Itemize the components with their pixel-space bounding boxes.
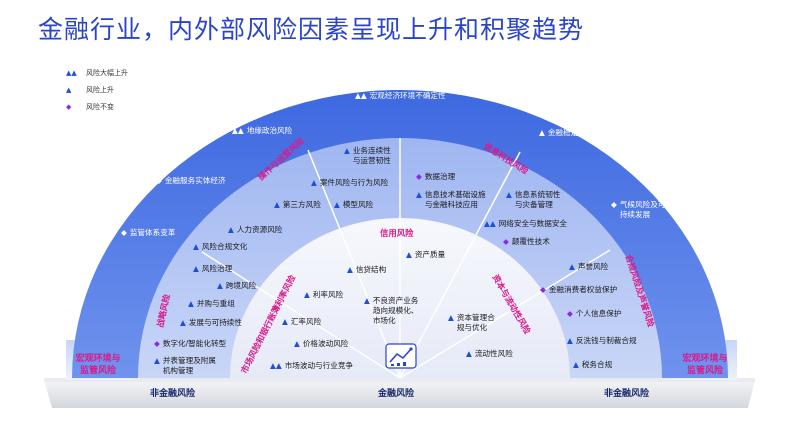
diamond-icon: ◆	[156, 176, 162, 185]
ops-item: ▲第三方风险	[274, 200, 321, 209]
up-arrow-icon: ▲	[311, 178, 317, 187]
up-arrow-icon: ▲	[506, 190, 512, 199]
diamond-icon: ◆	[540, 285, 546, 294]
diamond-icon: ◆	[567, 309, 573, 318]
up-arrow-icon: ▲	[567, 336, 573, 345]
up-arrow-icon: ▲	[282, 317, 288, 326]
double-up-arrow-icon: ▲▲	[355, 91, 367, 100]
up-arrow-icon: ▲	[416, 190, 422, 199]
up-arrow-icon: ▲	[294, 339, 300, 348]
up-arrow-icon: ▲	[193, 242, 199, 251]
up-arrow-icon: ▲	[180, 318, 186, 327]
market-item: ▲汇率风险	[282, 317, 322, 326]
compliance-item: ▲声誉风险	[569, 262, 609, 271]
diamond-icon: ◆	[611, 200, 617, 209]
diamond-icon: ◆	[503, 237, 509, 246]
up-arrow-icon: ▲	[448, 313, 454, 322]
tech-item: ◆颠覆性技术	[503, 237, 550, 246]
base-label-right: 非金融风险	[604, 389, 650, 399]
capital-item: ▲资本管理合 规与优化	[448, 313, 495, 332]
legend-label: 风险上升	[86, 85, 114, 94]
strategy-item: ▲发展与可持续性	[180, 318, 242, 327]
capital-item: ▲流动性风险	[466, 349, 513, 358]
tech-item: ◆数据治理	[416, 172, 456, 181]
credit-item: ▲不良资产业务 趋向规模化、 市场化	[364, 296, 419, 325]
up-arrow-icon: ▲	[304, 290, 310, 299]
diamond-icon: ◆	[154, 339, 160, 348]
legend-label: 风险大幅上升	[86, 68, 128, 77]
base-platform-top	[44, 378, 755, 382]
up-arrow-icon: ▲	[344, 146, 350, 155]
market-item: ▲价格波动风险	[294, 339, 349, 348]
legend-label: 风险不变	[86, 102, 114, 111]
outer-item: ◆金融服务实体经济	[156, 176, 226, 185]
credit-item: ▲资产质量	[406, 250, 446, 259]
ops-item: ▲案件风险与行为风险	[311, 178, 389, 187]
compliance-item: ▲反洗钱与制裁合规	[567, 336, 637, 345]
diamond-icon: ◆	[121, 228, 127, 237]
strategy-item: ▲并购与重组	[188, 299, 235, 308]
strategy-item: ▲风险合规文化	[193, 242, 248, 251]
base-label-center: 金融风险	[378, 389, 415, 399]
double-up-arrow-icon: ▲▲	[270, 361, 282, 370]
outer-item: ▲▲宏观经济环境不确定性	[355, 91, 446, 100]
up-arrow-icon: ▲	[406, 250, 412, 259]
up-arrow-icon: ▲	[347, 265, 353, 274]
side-label-left: 宏观环境与 监管风险	[75, 354, 121, 376]
ops-item: ▲业务连续性 与运营韧性	[344, 146, 391, 165]
up-arrow-icon: ▲	[274, 200, 280, 209]
analytics-chart-icon	[385, 343, 417, 369]
diamond-icon: ◆	[416, 172, 422, 181]
up-arrow-icon: ▲	[569, 262, 575, 271]
strategy-item: ◆数字化/智能化转型	[154, 339, 227, 348]
legend: ▲▲ 风险大幅上升 ▲ 风险上升 ◆ 风险不变	[66, 64, 128, 115]
up-arrow-icon: ▲	[573, 360, 579, 369]
up-arrow-icon: ▲	[154, 356, 160, 365]
legend-item-double-up: ▲▲ 风险大幅上升	[66, 64, 128, 81]
market-item: ▲▲市场波动与行业竞争	[270, 361, 354, 370]
up-arrow-icon: ▲	[539, 128, 545, 137]
compliance-item: ◆金融消费者权益保护	[540, 285, 618, 294]
double-up-arrow-icon: ▲▲	[66, 68, 77, 77]
outer-item: ▲▲地缘政治风险	[232, 126, 293, 135]
legend-item-up: ▲ 风险上升	[66, 81, 128, 98]
credit-item: ▲信贷结构	[347, 265, 387, 274]
page-title: 金融行业，内外部风险因素呈现上升和积聚趋势	[38, 15, 585, 44]
segment-dividers	[201, 138, 611, 379]
diamond-icon: ◆	[66, 102, 72, 111]
up-arrow-icon: ▲	[217, 281, 223, 290]
base-label-left: 非金融风险	[150, 389, 196, 399]
market-item: ▲利率风险	[304, 290, 344, 299]
ops-item: ▲人力资源风险	[228, 225, 283, 234]
up-arrow-icon: ▲	[334, 200, 340, 209]
double-up-arrow-icon: ▲▲	[484, 219, 496, 228]
tech-item: ▲▲网络安全与数据安全	[484, 219, 568, 228]
strategy-item: ▲跨境风险	[217, 281, 257, 290]
segment-label-credit: 信用风险	[380, 228, 414, 238]
side-label-right: 宏观环境与 监管风险	[682, 354, 728, 376]
outer-item: ◆监管体系变革	[121, 228, 176, 237]
double-up-arrow-icon: ▲▲	[232, 126, 244, 135]
tech-item: ▲信息技术基础设施 与金融科技应用	[416, 190, 486, 209]
strategy-item: ▲风险治理	[193, 264, 233, 273]
outer-item: ◆气候风险及可 持续发展	[611, 200, 666, 219]
up-arrow-icon: ▲	[188, 299, 194, 308]
outer-item: ▲金融稳定	[539, 128, 579, 137]
up-arrow-icon: ▲	[193, 264, 199, 273]
up-arrow-icon: ▲	[228, 225, 234, 234]
base-platform	[44, 380, 755, 408]
compliance-item: ◆个人信息保护	[567, 309, 622, 318]
up-arrow-icon: ▲	[66, 85, 72, 94]
compliance-item: ▲税务合规	[573, 360, 613, 369]
tech-item: ▲信息系统韧性 与灾备管理	[506, 190, 561, 209]
up-arrow-icon: ▲	[466, 349, 472, 358]
up-arrow-icon: ▲	[364, 296, 370, 305]
ops-item: ▲模型风险	[334, 200, 374, 209]
legend-item-same: ◆ 风险不变	[66, 98, 128, 115]
strategy-item: ▲并表管理及附属 机构管理	[154, 356, 216, 375]
